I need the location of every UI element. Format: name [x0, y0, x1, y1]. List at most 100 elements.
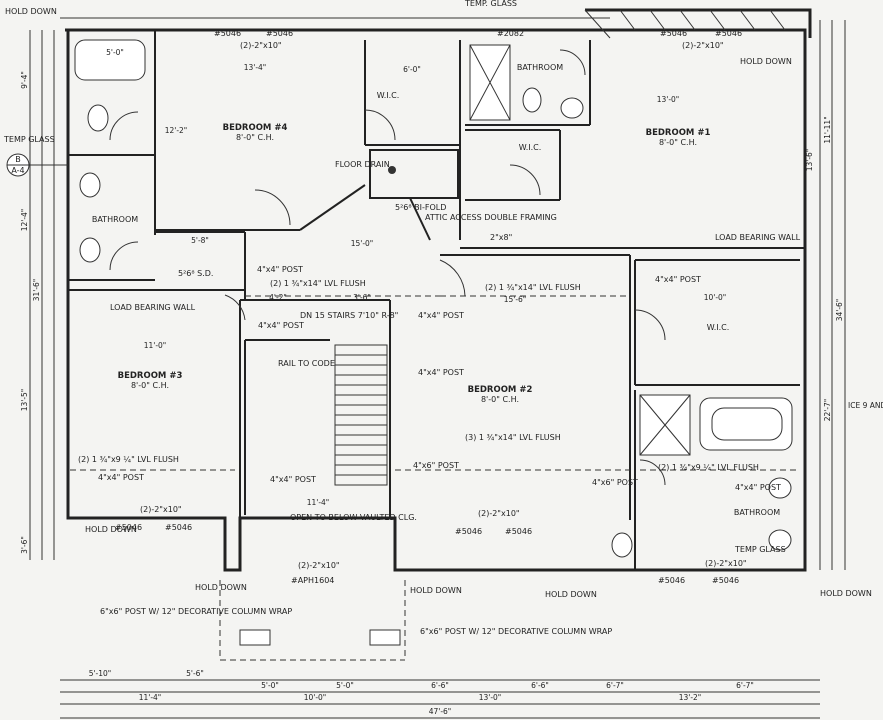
attic-note: ATTIC ACCESS DOUBLE FRAMING — [425, 213, 557, 222]
bedroom4-name: BEDROOM #4 — [223, 123, 288, 133]
sink-left-1 — [79, 172, 101, 198]
bath-right-label: BATHROOM — [734, 508, 780, 517]
window-5046-7: #5046 — [455, 527, 482, 536]
toilet-top — [522, 87, 542, 113]
window-5046-6: #5046 — [165, 523, 192, 532]
column-left — [239, 629, 271, 646]
dim-b-5-0a: 5'-0" — [261, 681, 279, 690]
bedroom2-ceiling: 8'-0" C.H. — [481, 395, 519, 404]
section-sheet: A-4 — [11, 166, 24, 175]
post-note-4x6-2: 4"x6" POST — [592, 478, 638, 487]
header-bottom-mid: (2)-2"x10" — [478, 509, 520, 518]
wic-right-label: W.I.C. — [707, 323, 730, 332]
wic-mid-label: W.I.C. — [519, 143, 542, 152]
dim-l-12-4: 12'-4" — [20, 209, 29, 232]
load-wall-note: LOAD BEARING WALL — [715, 233, 801, 242]
dim-b-total: 47'-6" — [429, 707, 452, 716]
column-note-left: 6"x6" POST W/ 12" DECORATIVE COLUMN WRAP — [100, 607, 292, 616]
post-note-4x6-1: 4"x6" POST — [413, 461, 459, 470]
dim-5-8: 5'-8" — [191, 236, 209, 245]
lvl-note-4: (2) 1 ¾"x14" LVL FLUSH — [485, 283, 581, 292]
dim-15-0: 15'-0" — [351, 239, 374, 248]
dim-11-0: 11'-0" — [144, 341, 167, 350]
dim-b-13-0: 13'-0" — [479, 693, 502, 702]
dim-b-5-10: 5'-10" — [89, 669, 112, 678]
open-below-note: OPEN TO BELOW VAULTED CLG. — [290, 513, 417, 522]
floor-drain-note: FLOOR DRAIN — [335, 160, 390, 169]
stair — [244, 339, 388, 515]
window-5046-8: #5046 — [505, 527, 532, 536]
dim-5-0: 5'-0" — [106, 48, 124, 57]
beam-lines — [70, 295, 800, 661]
column-right — [369, 629, 401, 646]
bedroom2-name: BEDROOM #2 — [468, 385, 533, 395]
dim-b-5-6: 5'-6" — [186, 669, 204, 678]
header-bottom-left: (2)-2"x10" — [140, 505, 182, 514]
load-wall-left-note: LOAD BEARING WALL — [110, 303, 196, 312]
notes: HOLD DOWN HOLD DOWN HOLD DOWN HOLD DOWN … — [3, 0, 872, 636]
dim-4-2: 4'-2" — [269, 293, 287, 302]
toilet-right — [611, 532, 633, 558]
column-note-right: 6"x6" POST W/ 12" DECORATIVE COLUMN WRAP — [420, 627, 612, 636]
lvl-note-5: (2) 1 ¾"x9 ¼" LVL FLUSH — [658, 463, 759, 472]
dim-l-13-5: 13'-5" — [20, 389, 29, 412]
dim-b-6-7b: 6'-7" — [736, 681, 754, 690]
dim-l-3-6: 3'-6" — [20, 536, 29, 554]
rail-note: RAIL TO CODE — [278, 359, 335, 368]
dim-b-6-6a: 6'-6" — [431, 681, 449, 690]
window-5046-1: #5046 — [214, 29, 241, 38]
bedroom1-name: BEDROOM #1 — [646, 128, 711, 138]
dim-12-2: 12'-2" — [165, 126, 188, 135]
dim-b-10-0: 10'-0" — [304, 693, 327, 702]
temp-glass-top: TEMP. GLASS — [464, 0, 517, 8]
window-5046-2: #5046 — [266, 29, 293, 38]
bath-top-label: BATHROOM — [517, 63, 563, 72]
dim-b-11-4: 11'-4" — [139, 693, 162, 702]
wic-top-label: W.I.C. — [377, 91, 400, 100]
dim-l-31-6: 31'-6" — [32, 279, 41, 302]
room-labels: BEDROOM #4 8'-0" C.H. BEDROOM #1 8'-0" C… — [92, 63, 780, 517]
lvl-note-2: (2) 1 ¾"x9 ¼" LVL FLUSH — [78, 455, 179, 464]
bedroom1-ceiling: 8'-0" C.H. — [659, 138, 697, 147]
lvl-note-3: (3) 1 ¾"x14" LVL FLUSH — [465, 433, 561, 442]
hold-down-note-1: HOLD DOWN — [5, 7, 57, 16]
temp-glass-right: TEMP GLASS — [734, 545, 786, 554]
window-5046-3: #5046 — [660, 29, 687, 38]
header-2x8: 2"x8" — [490, 233, 512, 242]
sd-note: 5²6⁸ S.D. — [178, 269, 213, 278]
sink-left-2 — [79, 237, 101, 263]
dim-l-9-4: 9'-4" — [20, 71, 29, 89]
stairs-note: DN 15 STAIRS 7'10" R-8" — [300, 311, 398, 320]
hold-down-note-5: HOLD DOWN — [410, 586, 462, 595]
window-5046-9: #5046 — [658, 576, 685, 585]
lvl-note-1: (2) 1 ¾"x14" LVL FLUSH — [270, 279, 366, 288]
post-note-5: 4"x4" POST — [655, 275, 701, 284]
post-note-1: 4"x4" POST — [257, 265, 303, 274]
dim-r-34-6: 34'-6" — [835, 299, 844, 322]
dim-r-ice: ICE 9 AND — [848, 401, 883, 410]
hold-down-note-6: HOLD DOWN — [545, 590, 597, 599]
dim-b-13-2: 13'-2" — [679, 693, 702, 702]
header-top-right: (2)-2"x10" — [682, 41, 724, 50]
bedroom3-ceiling: 8'-0" C.H. — [131, 381, 169, 390]
post-note-2: 4"x4" POST — [258, 321, 304, 330]
window-5046-10: #5046 — [712, 576, 739, 585]
dim-r-22-7: 22'-7" — [823, 399, 832, 422]
sink-top — [560, 97, 584, 119]
dim-13-0: 13'-0" — [657, 95, 680, 104]
window-5046-5: #5046 — [115, 523, 142, 532]
post-note-3: 4"x4" POST — [418, 311, 464, 320]
hold-down-note-3: HOLD DOWN — [85, 525, 137, 534]
sink-right-2 — [768, 529, 792, 551]
header-bottom-center: (2)-2"x10" — [298, 561, 340, 570]
window-5046-4: #5046 — [715, 29, 742, 38]
temp-glass-left: TEMP GLASS — [3, 135, 55, 144]
bathtub-left — [74, 39, 146, 81]
header-top-left: (2)-2"x10" — [240, 41, 282, 50]
hold-down-note-7: HOLD DOWN — [820, 589, 872, 598]
dim-15-6: 15'-6" — [504, 295, 527, 304]
post-note-7: 4"x4" POST — [270, 475, 316, 484]
sink-right-1 — [768, 477, 792, 499]
bedroom3-name: BEDROOM #3 — [118, 371, 183, 381]
